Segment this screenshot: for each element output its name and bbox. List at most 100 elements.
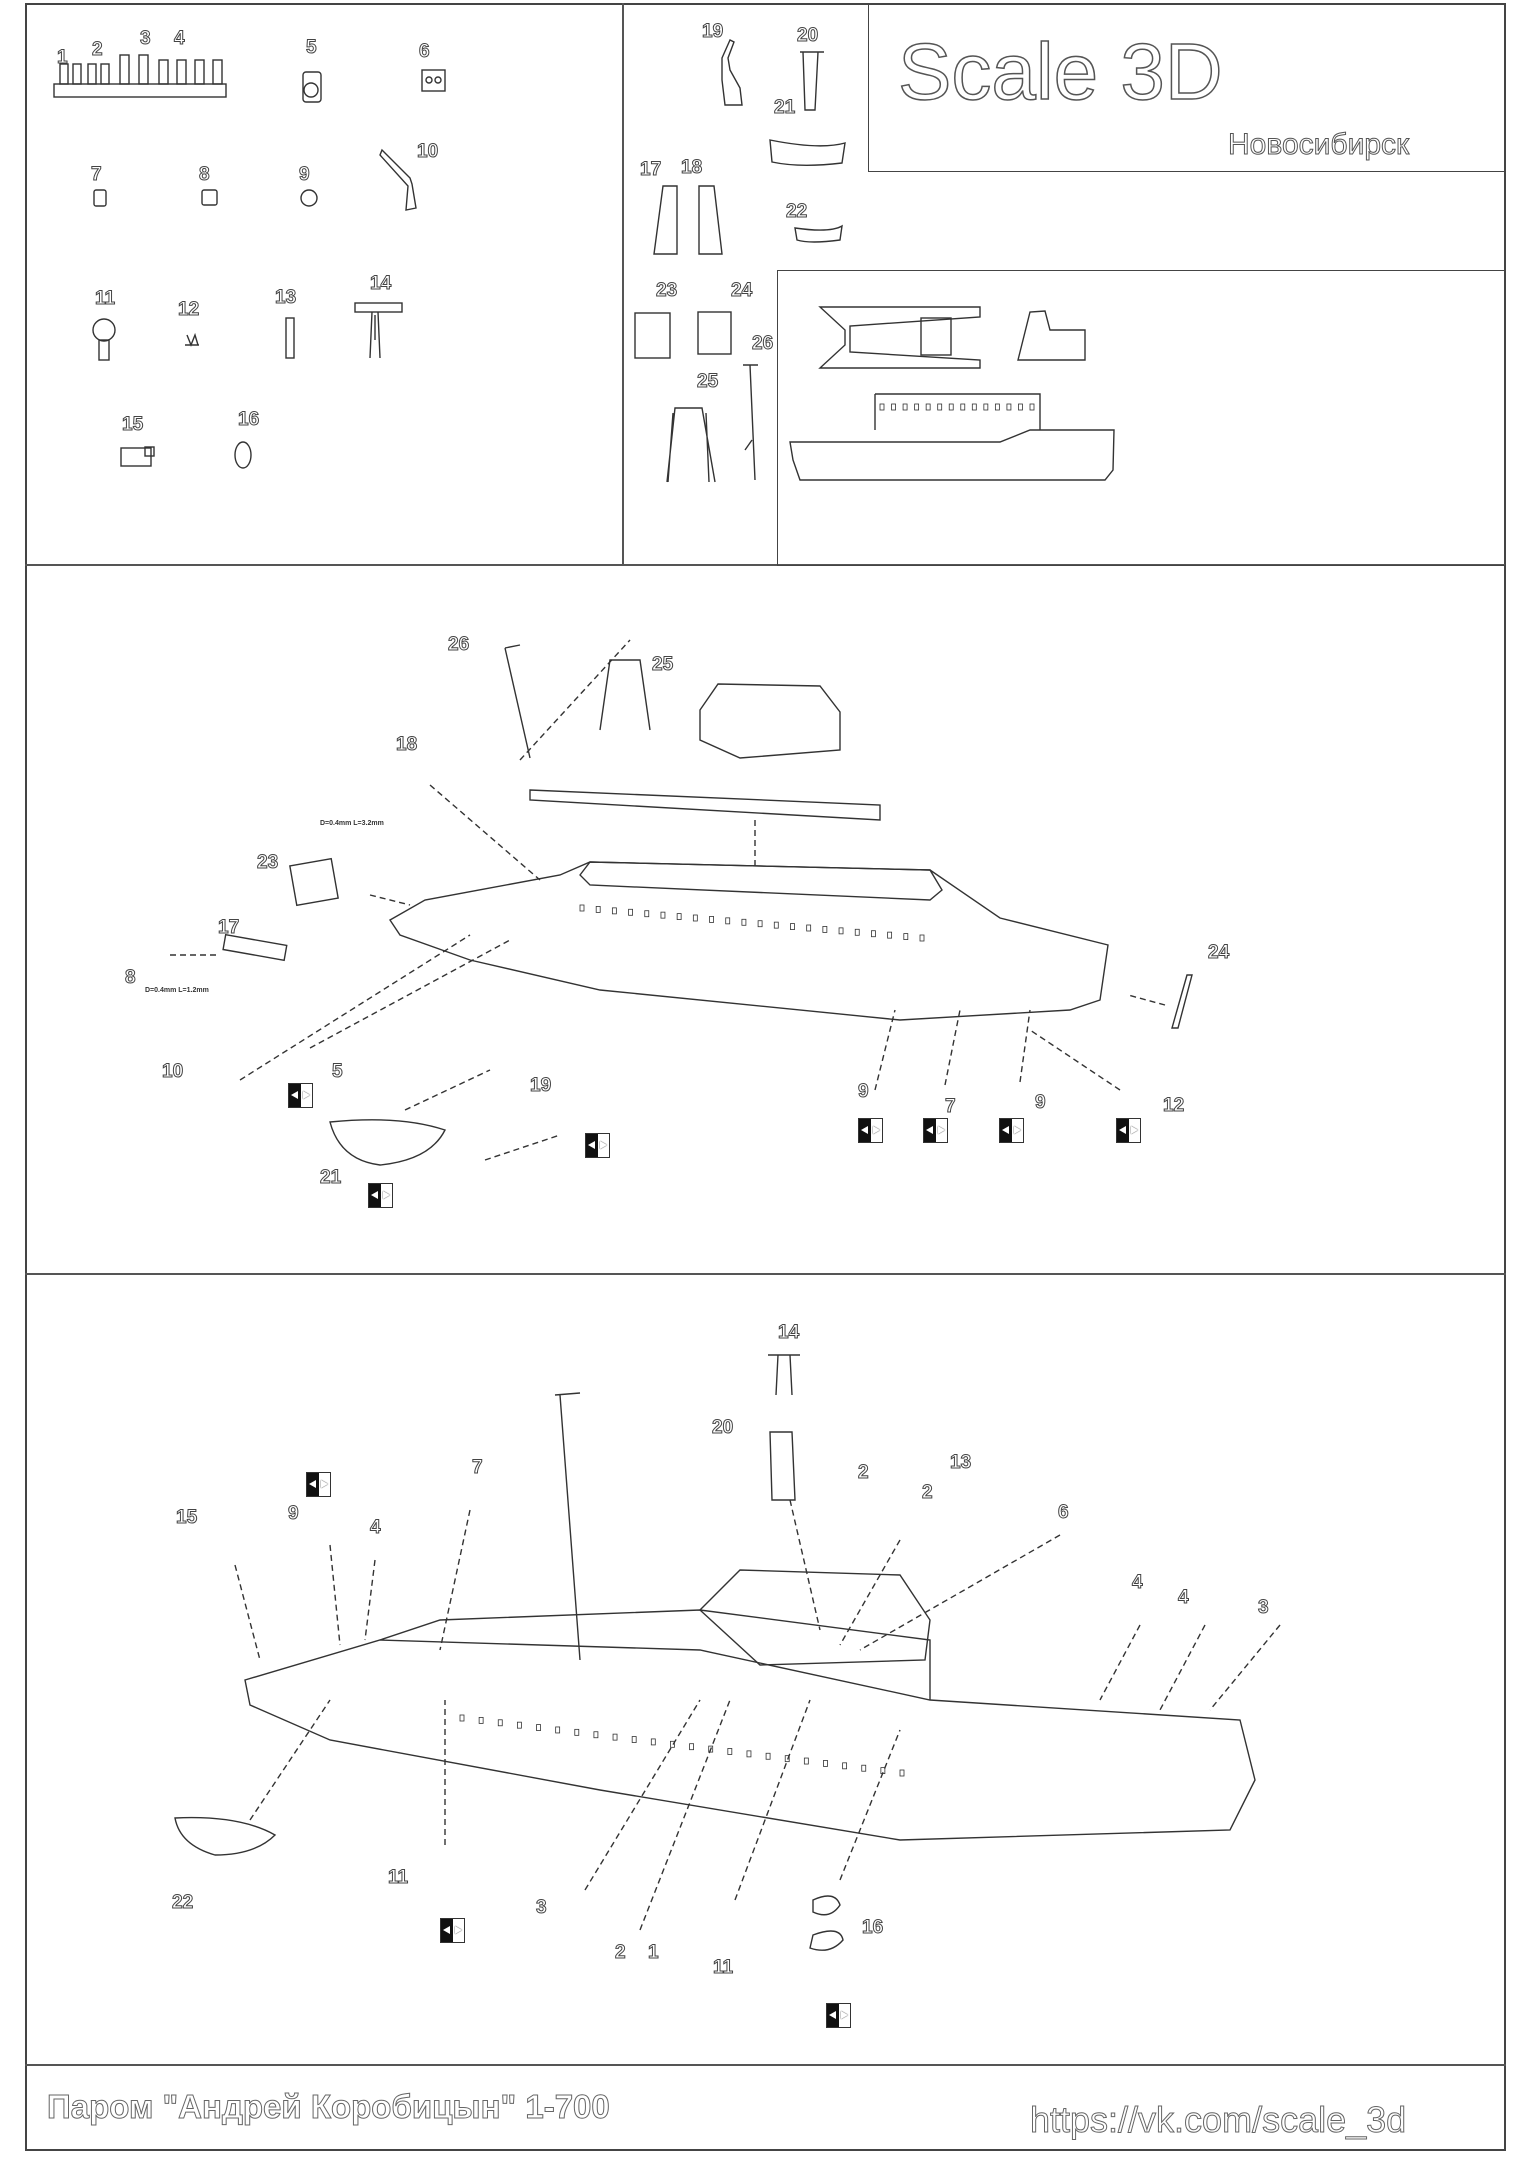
label-20: 20 [796, 25, 819, 46]
porthole [937, 403, 943, 411]
porthole [806, 924, 812, 932]
hull-step2 [244, 1639, 1256, 1841]
step1-label-17: 17 [217, 917, 240, 938]
part-23 [634, 312, 671, 359]
mirror-pair-icon [826, 2003, 851, 2028]
part-24 [697, 311, 732, 355]
label-4: 4 [174, 28, 186, 49]
step1-label-18: 18 [395, 734, 418, 755]
porthole [650, 1738, 656, 1746]
label-14: 14 [369, 273, 392, 294]
part-18 [698, 185, 723, 255]
bridge-step1 [699, 683, 841, 759]
porthole [459, 1714, 465, 1722]
lifeboat-step2 [174, 1816, 277, 1856]
divider-footer [25, 2064, 1506, 2066]
part-17-step1 [222, 933, 288, 962]
porthole [899, 1769, 905, 1777]
label-22: 22 [785, 201, 808, 222]
porthole [842, 1762, 848, 1770]
step1-label-23: 23 [256, 852, 279, 873]
step1-label-7: 7 [945, 1096, 957, 1117]
porthole [708, 1745, 714, 1753]
part-7 [93, 189, 107, 207]
step1-label-12: 12 [1162, 1095, 1185, 1116]
footer-title: Паром "Андрей Коробицын" 1-700 [47, 2088, 611, 2125]
part-deck-hatch [920, 317, 952, 356]
step2-label-2a: 2 [858, 1462, 870, 1483]
mirror-pair-icon [288, 1083, 313, 1108]
step2-label-6: 6 [1058, 1502, 1070, 1523]
step2-label-14: 14 [777, 1322, 800, 1343]
porthole [960, 403, 966, 411]
porthole [879, 403, 885, 411]
porthole [994, 403, 1000, 411]
porthole [887, 931, 893, 939]
label-13: 13 [274, 287, 297, 308]
step2-label-16: 16 [861, 1917, 884, 1938]
part-deck [818, 306, 981, 369]
step2-label-7: 7 [472, 1457, 484, 1478]
bridge-step2 [698, 1569, 931, 1666]
porthole [838, 927, 844, 935]
part-20 [800, 51, 824, 111]
label-17: 17 [639, 159, 662, 180]
part-24-step1 [1171, 974, 1193, 1029]
porthole [948, 403, 954, 411]
porthole [611, 907, 617, 915]
brand-box [868, 3, 1506, 172]
label-2: 2 [92, 39, 104, 60]
step1-label-26: 26 [447, 634, 470, 655]
porthole [574, 1728, 580, 1736]
label-19: 19 [701, 21, 724, 42]
label-10: 10 [416, 141, 439, 162]
mast-step2 [554, 1392, 581, 1661]
step2-label-15: 15 [175, 1507, 198, 1528]
part-26 [743, 364, 758, 481]
porthole [595, 906, 601, 913]
label-15: 15 [121, 414, 144, 435]
step2-label-4c: 4 [1178, 1587, 1190, 1608]
porthole [660, 911, 666, 919]
step2-label-4a: 4 [370, 1517, 382, 1538]
brand-city: Новосибирск [1227, 128, 1410, 161]
label-21: 21 [773, 97, 796, 118]
label-7: 7 [91, 164, 103, 185]
mirror-pair-icon [858, 1118, 883, 1143]
porthole [880, 1767, 886, 1775]
porthole [1006, 403, 1012, 411]
divider-section1 [25, 564, 1506, 566]
brand-title: Scale 3D [897, 27, 1223, 116]
porthole [628, 908, 633, 916]
porthole [727, 1748, 733, 1755]
label-12: 12 [177, 299, 200, 320]
porthole [784, 1755, 790, 1763]
mirror-pair-icon [923, 1118, 948, 1143]
porthole [914, 403, 920, 411]
step1-label-8: 8 [125, 967, 137, 988]
step2-label-2b: 2 [922, 1482, 934, 1503]
step2-label-13: 13 [949, 1452, 972, 1473]
footer-url[interactable]: https://vk.com/scale_3d [1029, 2099, 1407, 2140]
arch-step1 [599, 659, 651, 731]
label-1: 1 [57, 47, 69, 68]
pin-dimension-lower: D=0.4mm L=1.2mm [145, 987, 209, 994]
part-9 [300, 189, 318, 207]
part-15 [120, 446, 155, 467]
porthole [773, 921, 779, 929]
porthole [861, 1764, 867, 1772]
step2-label-22: 22 [171, 1892, 194, 1913]
mirror-pair-icon [1116, 1118, 1141, 1143]
mirror-pair-icon [999, 1118, 1024, 1143]
label-6: 6 [419, 41, 431, 62]
step1-label-9a: 9 [858, 1081, 870, 1102]
step1-label-10: 10 [161, 1061, 184, 1082]
part-13 [285, 317, 295, 359]
mirror-pair-icon [585, 1133, 610, 1158]
step2-label-11a: 11 [387, 1867, 409, 1888]
mast-step1 [504, 644, 531, 759]
part-14 [354, 302, 403, 359]
step2-label-3b: 3 [536, 1897, 548, 1918]
step2-label-9: 9 [288, 1503, 300, 1524]
